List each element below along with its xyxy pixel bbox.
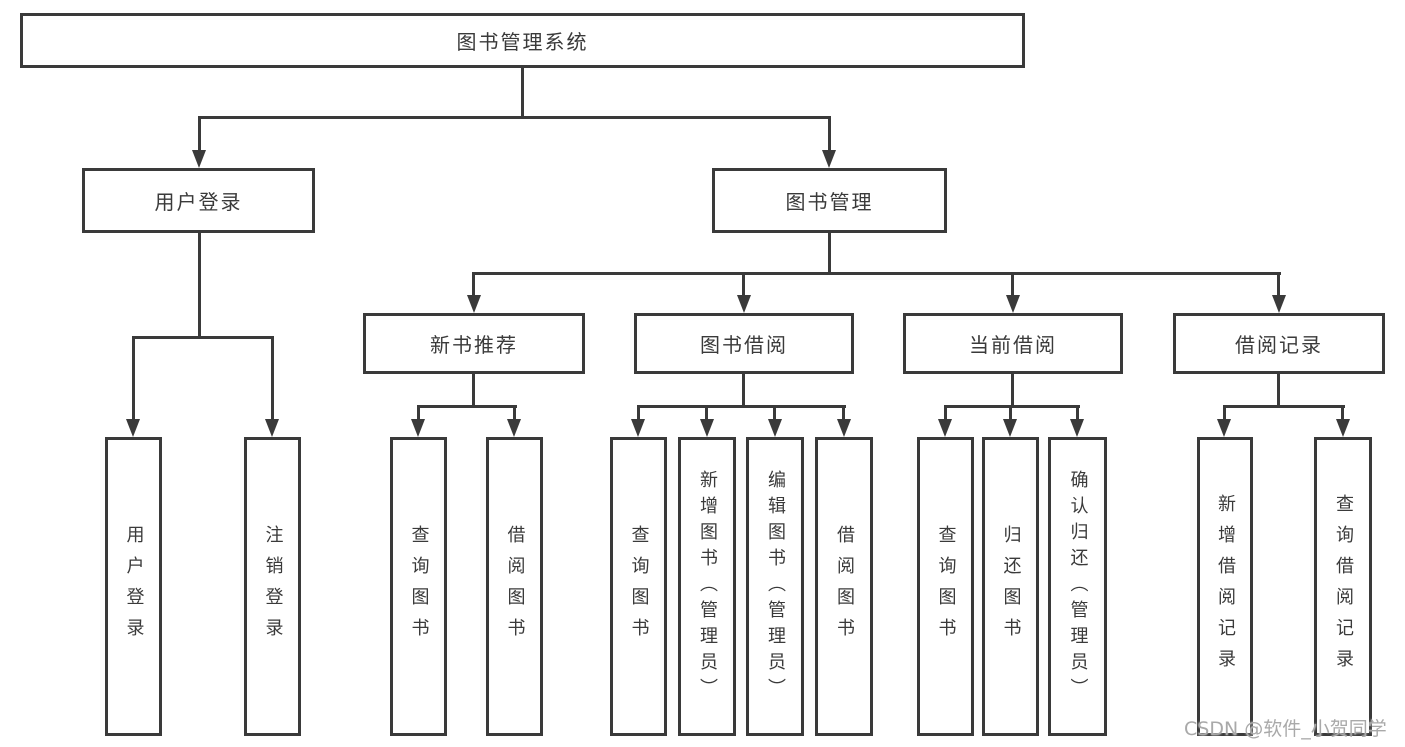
node-new-book-recommend: 新书推荐 xyxy=(363,313,585,374)
arrowhead-to-br-add xyxy=(1217,419,1231,437)
arrowhead-to-new-books xyxy=(467,295,481,313)
leaf-query-borrow-record: 查询借阅记录 xyxy=(1314,437,1372,736)
leaf-confirm-return-admin-label: 确认归还（管理员） xyxy=(1067,469,1089,704)
connector-root-stem xyxy=(521,68,524,118)
leaf-logout-label: 注销登录 xyxy=(262,524,284,649)
connector-to-bb-borrow xyxy=(842,405,845,423)
leaf-borrowing-query-books: 查询图书 xyxy=(610,437,667,736)
arrowhead-to-nb-query xyxy=(411,419,425,437)
leaf-logout: 注销登录 xyxy=(244,437,301,736)
arrowhead-to-nb-borrow xyxy=(507,419,521,437)
arrowhead-to-leaf-logout xyxy=(265,419,279,437)
node-book-management: 图书管理 xyxy=(712,168,947,233)
csdn-watermark: CSDN @软件_小贺同学 xyxy=(1184,718,1387,740)
arrowhead-to-current-borrowing xyxy=(1006,295,1020,313)
connector-to-book-management xyxy=(828,116,831,152)
arrowhead-to-cb-return xyxy=(1003,419,1017,437)
connector-current-borrowing-stem xyxy=(1011,374,1014,408)
arrowhead-to-bb-edit xyxy=(768,419,782,437)
leaf-add-borrow-record-label: 新增借阅记录 xyxy=(1215,493,1236,680)
leaf-newbooks-query-books: 查询图书 xyxy=(390,437,447,736)
connector-book-management-stem xyxy=(828,233,831,274)
node-current-borrowing: 当前借阅 xyxy=(903,313,1123,374)
leaf-borrowing-borrow-books: 借阅图书 xyxy=(815,437,873,736)
leaf-return-book-label: 归还图书 xyxy=(1000,524,1022,649)
arrowhead-to-br-query xyxy=(1336,419,1350,437)
leaf-current-query-books: 查询图书 xyxy=(917,437,974,736)
connector-to-bb-edit xyxy=(773,405,776,423)
connector-to-user-login xyxy=(198,116,201,152)
node-library-system: 图书管理系统 xyxy=(20,13,1025,68)
connector-to-cb-confirm xyxy=(1076,405,1079,423)
connector-new-books-stem xyxy=(472,374,475,408)
arrowhead-to-borrow-records xyxy=(1272,295,1286,313)
arrowhead-to-bb-query xyxy=(631,419,645,437)
connector-to-cb-return xyxy=(1009,405,1012,423)
node-current-borrowing-label: 当前借阅 xyxy=(969,333,1057,357)
leaf-borrowing-borrow-books-label: 借阅图书 xyxy=(834,524,855,649)
connector-to-br-query xyxy=(1341,405,1344,423)
node-library-system-label: 图书管理系统 xyxy=(456,30,589,54)
arrowhead-to-bb-borrow xyxy=(837,419,851,437)
leaf-edit-book-admin: 编辑图书（管理员） xyxy=(746,437,804,736)
connector-current-borrowing-splitter xyxy=(944,405,1080,408)
leaf-return-book: 归还图书 xyxy=(982,437,1039,736)
arrowhead-to-bb-add xyxy=(700,419,714,437)
leaf-user-login-label: 用户登录 xyxy=(123,524,145,649)
connector-book-borrowing-splitter xyxy=(637,405,846,408)
arrowhead-to-cb-query xyxy=(938,419,952,437)
connector-book-borrowing-stem xyxy=(742,374,745,408)
connector-user-login-splitter xyxy=(132,336,274,339)
connector-borrow-records-stem xyxy=(1277,374,1280,407)
arrowhead-to-cb-confirm xyxy=(1070,419,1084,437)
connector-to-cb-query xyxy=(944,405,947,423)
arrowhead-to-book-borrowing xyxy=(737,295,751,313)
node-book-borrowing: 图书借阅 xyxy=(634,313,854,374)
connector-to-current-borrowing xyxy=(1011,272,1014,297)
leaf-edit-book-admin-label: 编辑图书（管理员） xyxy=(765,469,786,704)
node-new-book-recommend-label: 新书推荐 xyxy=(430,333,518,357)
leaf-user-login: 用户登录 xyxy=(105,437,162,736)
connector-to-nb-query xyxy=(417,405,420,423)
arrowhead-to-user-login xyxy=(192,150,206,168)
leaf-newbooks-borrow-books: 借阅图书 xyxy=(486,437,543,736)
arrowhead-to-book-management xyxy=(822,150,836,168)
connector-to-bb-add xyxy=(705,405,708,423)
node-user-login: 用户登录 xyxy=(82,168,315,233)
leaf-add-book-admin: 新增图书（管理员） xyxy=(678,437,736,736)
arrowhead-to-leaf-user-login xyxy=(126,419,140,437)
leaf-current-query-books-label: 查询图书 xyxy=(935,524,957,649)
connector-to-leaf-user-login xyxy=(132,336,135,421)
node-book-borrowing-label: 图书借阅 xyxy=(700,333,788,357)
connector-to-bb-query xyxy=(637,405,640,423)
connector-root-splitter xyxy=(198,116,831,119)
node-book-management-label: 图书管理 xyxy=(785,190,874,214)
connector-new-books-splitter xyxy=(417,405,517,408)
connector-to-borrow-records xyxy=(1277,272,1280,297)
leaf-add-borrow-record: 新增借阅记录 xyxy=(1197,437,1253,736)
connector-to-new-books xyxy=(472,272,475,297)
connector-to-book-borrowing xyxy=(742,272,745,297)
connector-book-management-splitter xyxy=(472,272,1281,275)
connector-user-login-stem xyxy=(198,233,201,338)
leaf-borrowing-query-books-label: 查询图书 xyxy=(628,524,650,649)
connector-to-leaf-logout xyxy=(271,336,274,421)
node-borrow-records: 借阅记录 xyxy=(1173,313,1385,374)
leaf-add-book-admin-label: 新增图书（管理员） xyxy=(697,469,718,704)
leaf-query-borrow-record-label: 查询借阅记录 xyxy=(1333,493,1354,680)
leaf-newbooks-borrow-books-label: 借阅图书 xyxy=(504,524,526,649)
connector-to-br-add xyxy=(1223,405,1226,423)
connector-borrow-records-splitter xyxy=(1223,405,1345,408)
leaf-newbooks-query-books-label: 查询图书 xyxy=(408,524,430,649)
node-borrow-records-label: 借阅记录 xyxy=(1235,333,1323,357)
connector-to-nb-borrow xyxy=(513,405,516,423)
node-user-login-label: 用户登录 xyxy=(154,190,243,214)
leaf-confirm-return-admin: 确认归还（管理员） xyxy=(1048,437,1107,736)
